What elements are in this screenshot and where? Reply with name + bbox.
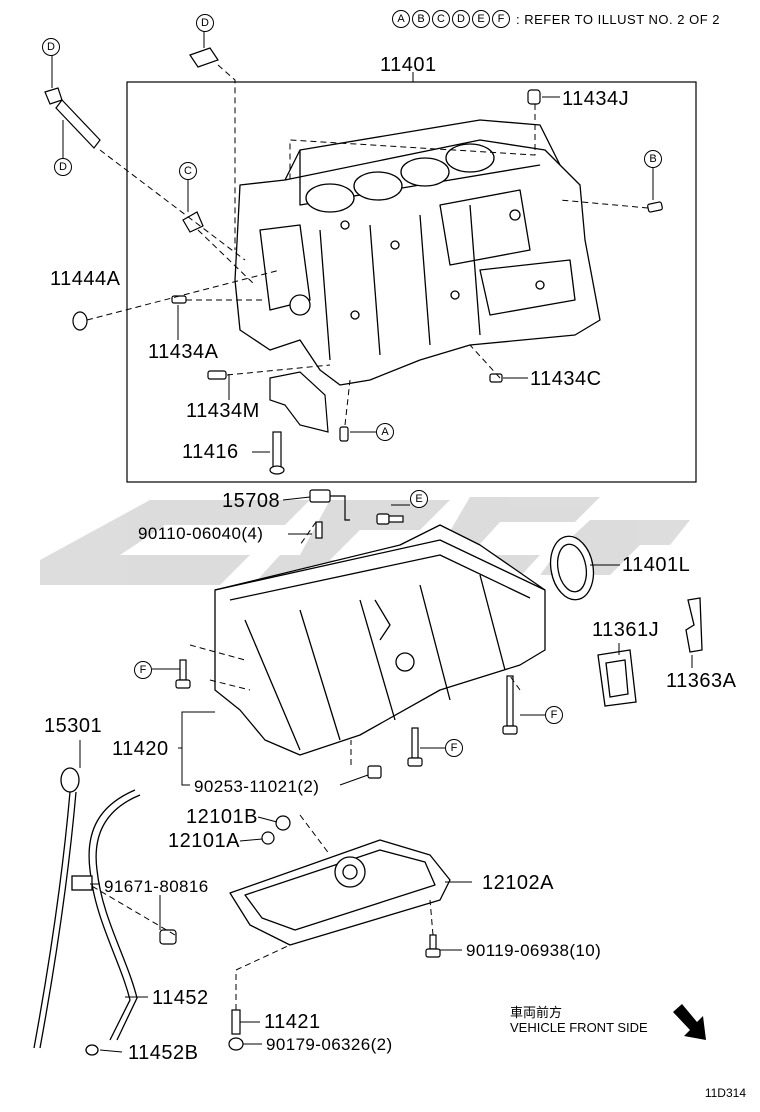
label-90110-06040: 90110-06040(4) (138, 524, 264, 543)
label-12101A: 12101A (168, 830, 240, 852)
callout-a: A (376, 423, 394, 441)
label-11363A: 11363A (666, 670, 737, 692)
block-small-parts (44, 47, 663, 475)
label-11421: 11421 (264, 1011, 321, 1033)
lower-bolts (159, 489, 518, 1051)
label-15301: 15301 (44, 715, 103, 737)
seals-gaskets (549, 535, 703, 707)
callout-f-middle: F (445, 739, 463, 757)
lower-leaders (89, 521, 521, 1010)
illustration-code: 11D314 (704, 1086, 746, 1100)
vehicle-front-note-en: VEHICLE FRONT SIDE (510, 1020, 648, 1035)
label-12101B: 12101B (186, 806, 258, 828)
block-label-leaders (51, 30, 654, 453)
label-90119-06938: 90119-06938(10) (466, 941, 602, 960)
label-11434C: 11434C (530, 368, 602, 390)
oil-pan-drawing (229, 839, 451, 946)
label-11452: 11452 (152, 987, 209, 1009)
callout-b: B (644, 150, 662, 168)
ref-letter-e: E (472, 10, 490, 28)
label-11434J: 11434J (562, 88, 630, 110)
label-11361J: 11361J (592, 619, 660, 641)
callout-c: C (179, 162, 197, 180)
block-leaders (86, 64, 649, 426)
reference-note: A B C D E F : REFER TO ILLUST NO. 2 OF 2 (392, 10, 720, 28)
ref-letter-b: B (412, 10, 430, 28)
label-11434M: 11434M (186, 400, 260, 422)
label-11452B: 11452B (128, 1042, 199, 1064)
ref-letter-a: A (392, 10, 410, 28)
label-11420: 11420 (112, 738, 169, 760)
label-90253-11021: 90253-11021(2) (194, 777, 320, 796)
callout-d-left-top: D (42, 38, 60, 56)
label-12102A: 12102A (482, 872, 554, 894)
callout-f-right: F (545, 706, 563, 724)
label-11401L: 11401L (622, 554, 691, 576)
callout-f-left: F (134, 661, 152, 679)
ref-note-text: : REFER TO ILLUST NO. 2 OF 2 (516, 11, 720, 27)
label-11444A: 11444A (50, 268, 121, 290)
label-15708: 15708 (222, 490, 281, 512)
cylinder-block-group-box (126, 81, 697, 483)
ref-letter-d: D (452, 10, 470, 28)
ref-letter-c: C (432, 10, 450, 28)
callout-e: E (410, 490, 428, 508)
dipstick-drawing (33, 767, 141, 1056)
crankcase-drawing (214, 524, 546, 756)
label-11434A: 11434A (148, 341, 219, 363)
callout-d-top: D (196, 14, 214, 32)
callout-d-left-bottom: D (54, 158, 72, 176)
label-11401: 11401 (380, 54, 437, 76)
ref-letter-f: F (492, 10, 510, 28)
vehicle-front-note-jp: 車両前方 (510, 1005, 563, 1020)
cylinder-block-drawing (234, 119, 601, 386)
vehicle-front-arrow-icon (673, 1004, 706, 1040)
label-91671-80816: 91671-80816 (104, 877, 209, 896)
label-11416: 11416 (182, 441, 239, 463)
label-90179-06326: 90179-06326(2) (266, 1035, 393, 1054)
lower-label-leaders (79, 496, 693, 1053)
